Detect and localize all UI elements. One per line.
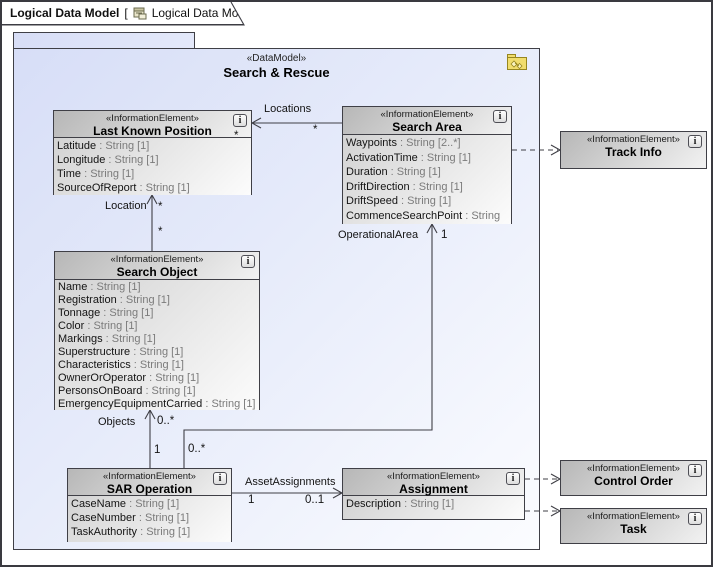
attribute-row: Color : String [1] <box>58 320 138 332</box>
class-search-object[interactable]: «InformationElement» Search Object i Nam… <box>54 251 260 410</box>
connector-label-asset-assignments: AssetAssignments <box>245 476 336 488</box>
stereotype-label: «InformationElement» <box>380 109 474 120</box>
attribute-row: Time : String [1] <box>57 168 135 180</box>
class-name: Search Object <box>116 265 198 279</box>
attribute-row: DriftDirection : String [1] <box>346 180 463 193</box>
info-icon[interactable]: i <box>213 472 227 485</box>
attribute-row: Description : String [1] <box>346 498 455 510</box>
multiplicity: 1 <box>441 229 448 241</box>
diagram-frame-tab[interactable]: Logical Data Model [ Logical Data Model … <box>2 2 244 25</box>
class-control-order[interactable]: «InformationElement» Control Order i <box>560 460 707 496</box>
info-icon[interactable]: i <box>506 472 520 485</box>
multiplicity: * <box>313 124 318 136</box>
control-order-arrowhead <box>550 473 562 485</box>
frame-bracket-open: [ <box>124 6 128 20</box>
connector-label-objects: Objects <box>98 416 136 428</box>
stereotype-label: «InformationElement» <box>587 463 680 474</box>
attribute-row: Registration : String [1] <box>58 294 170 306</box>
stereotype-label: «InformationElement» <box>387 471 480 482</box>
info-icon[interactable]: i <box>688 135 702 148</box>
multiplicity: 1 <box>248 494 255 506</box>
attribute-row: OwnerOrOperator : String [1] <box>58 372 200 384</box>
multiplicity: * <box>234 130 239 142</box>
multiplicity: 1 <box>154 444 161 456</box>
frame-bracket-close: ] <box>259 6 263 20</box>
multiplicity: 0..1 <box>305 494 325 506</box>
info-icon[interactable]: i <box>688 512 702 525</box>
diagram-title: Logical Data Model <box>10 6 120 20</box>
multiplicity: * <box>158 201 163 213</box>
stereotype-label: «InformationElement» <box>587 511 680 522</box>
connector-label-location: Location <box>105 200 147 212</box>
attribute-row: PersonsOnBoard : String [1] <box>58 385 196 397</box>
multiplicity: * <box>158 226 163 238</box>
attribute-row: Latitude : String [1] <box>57 140 150 152</box>
attribute-row: DriftSpeed : String [1] <box>346 195 452 208</box>
attribute-row: EmergencyEquipmentCarried : String [1] <box>58 398 256 410</box>
attribute-row: Name : String [1] <box>58 281 141 293</box>
attribute-row: CommenceSearchPoint : String [1] <box>346 209 501 222</box>
attribute-row: Waypoints : String [2..*] <box>346 137 461 149</box>
diagram-ref-label: Logical Data Model <box>151 6 255 20</box>
package-name: Search & Rescue <box>223 65 330 80</box>
attribute-row: CaseName : String [1] <box>71 498 180 510</box>
info-icon[interactable]: i <box>688 464 702 477</box>
stereotype-label: «InformationElement» <box>106 113 199 124</box>
class-name: SAR Operation <box>106 482 193 496</box>
attribute-row: Superstructure : String [1] <box>58 346 184 358</box>
stereotype-label: «InformationElement» <box>587 134 680 145</box>
info-icon[interactable]: i <box>241 255 255 268</box>
attribute-row: Duration : String [1] <box>346 166 441 179</box>
class-search-area[interactable]: «InformationElement» Search Area i Waypo… <box>342 106 512 224</box>
package-stereotype: «DataModel» <box>246 53 307 64</box>
task-arrowhead <box>550 505 562 517</box>
attribute-row: Characteristics : String [1] <box>58 359 184 371</box>
class-assignment[interactable]: «InformationElement» Assignment i Descri… <box>342 468 525 520</box>
class-task[interactable]: «InformationElement» Task i <box>560 508 707 544</box>
attribute-row: ActivationTime : String [1] <box>346 151 471 164</box>
multiplicity: 0..* <box>188 443 206 455</box>
stereotype-label: «InformationElement» <box>103 471 196 482</box>
info-icon[interactable]: i <box>233 114 247 127</box>
connector-label-operational-area: OperationalArea <box>338 229 419 241</box>
attribute-row: Tonnage : String [1] <box>58 307 154 319</box>
package-tab[interactable] <box>13 32 195 49</box>
multiplicity: 0..* <box>157 415 175 427</box>
attribute-row: Markings : String [1] <box>58 333 156 345</box>
attribute-row: Longitude : String [1] <box>57 154 159 166</box>
class-name: Search Area <box>392 120 462 134</box>
class-name: Last Known Position <box>93 124 212 138</box>
stereotype-label: «InformationElement» <box>110 254 204 265</box>
class-name: Task <box>620 522 647 536</box>
attribute-row: CaseNumber : String [1] <box>71 512 190 524</box>
class-name: Assignment <box>399 482 468 496</box>
class-track-info[interactable]: «InformationElement» Track Info i <box>560 131 707 169</box>
track-info-arrowhead <box>550 144 562 156</box>
info-icon[interactable]: i <box>493 110 507 123</box>
package-diagram-icon[interactable] <box>507 54 527 75</box>
class-sar-operation[interactable]: «InformationElement» SAR Operation i Cas… <box>67 468 232 542</box>
attribute-row: SourceOfReport : String [1] <box>57 182 190 194</box>
class-name: Control Order <box>594 474 673 488</box>
class-last-known-position[interactable]: «InformationElement» Last Known Position… <box>53 110 252 195</box>
class-name: Track Info <box>605 145 662 159</box>
attribute-row: TaskAuthority : String [1] <box>71 526 191 538</box>
connector-label-locations: Locations <box>264 103 312 115</box>
diagram-type-icon <box>133 7 147 20</box>
